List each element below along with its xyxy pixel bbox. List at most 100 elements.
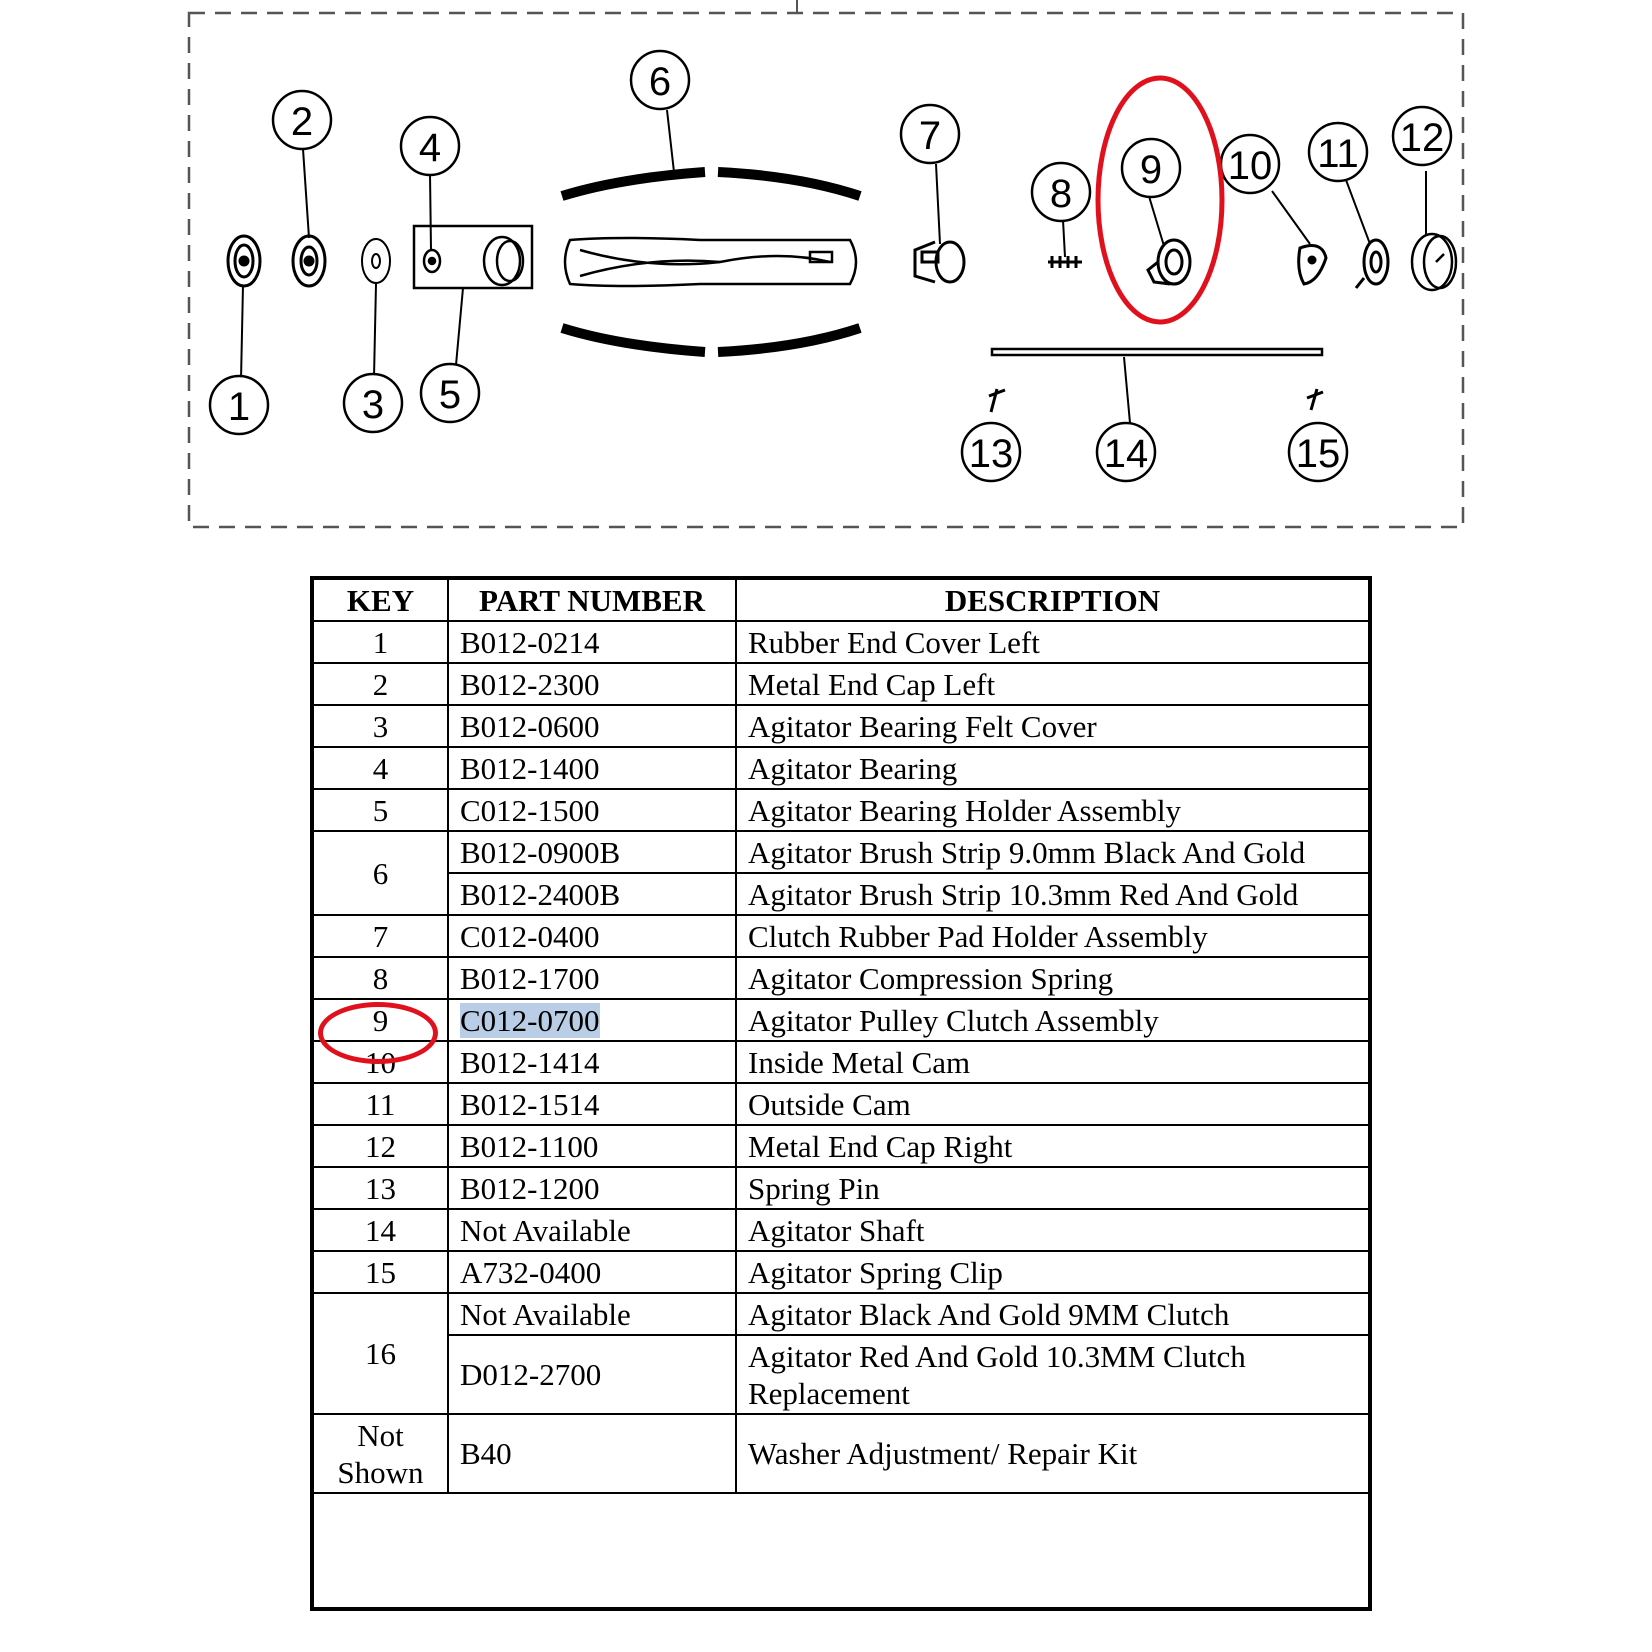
description-cell: Washer Adjustment/ Repair Kit — [735, 1413, 1371, 1494]
part-number-cell[interactable]: A732-0400 — [447, 1250, 737, 1294]
description-cell: Agitator Pulley Clutch Assembly — [735, 998, 1371, 1042]
part-number-cell[interactable]: C012-0400 — [447, 914, 737, 958]
table-row: B012-2400B Agitator Brush Strip 10.3mm R… — [312, 872, 1371, 916]
part-number-cell[interactable]: B012-2400B — [447, 872, 737, 916]
diagram-frame — [187, 11, 1465, 529]
table-row: 2 B012-2300 Metal End Cap Left — [311, 662, 1371, 706]
description-cell: Agitator Bearing Felt Cover — [735, 704, 1371, 748]
part-14-shaft — [990, 347, 1324, 357]
description-cell: Clutch Rubber Pad Holder Assembly — [735, 914, 1371, 958]
callout-label-6: 6 — [649, 60, 671, 104]
part-9-pulley-clutch — [1146, 238, 1192, 286]
key-cell: 14 — [311, 1208, 449, 1252]
description-cell: Agitator Bearing — [735, 746, 1371, 790]
part-6-brush-strips — [560, 167, 862, 357]
callout-circle-6 — [629, 49, 691, 111]
part-number-cell[interactable]: B012-1100 — [447, 1124, 737, 1168]
part-2-metal-end-cap — [291, 234, 327, 288]
exploded-parts-diagram: 1 2 3 4 5 6 7 8 9 10 11 12 13 14 15 — [187, 0, 1465, 529]
callout-label-4: 4 — [419, 126, 441, 170]
part-number-cell[interactable]: B012-0900B — [447, 830, 737, 874]
table-row: 3 B012-0600 Agitator Bearing Felt Cover — [311, 704, 1371, 748]
part-number-cell[interactable]: C012-1500 — [447, 788, 737, 832]
part-number-cell[interactable]: B012-2300 — [447, 662, 737, 706]
table-header-row: KEY PART NUMBER DESCRIPTION — [311, 577, 1371, 622]
description-cell: Metal End Cap Left — [735, 662, 1371, 706]
description-cell: Rubber End Cover Left — [735, 620, 1371, 664]
part-4-5-bearing-holder — [412, 224, 534, 290]
callout-label-2: 2 — [291, 100, 313, 144]
part-3-felt-cover — [361, 238, 391, 284]
part-number-cell[interactable]: D012-2700 — [447, 1334, 737, 1415]
key-cell: 1 — [311, 620, 449, 664]
description-cell: Agitator Spring Clip — [735, 1250, 1371, 1294]
table-row: 13 B012-1200 Spring Pin — [311, 1166, 1371, 1210]
description-cell: Inside Metal Cam — [735, 1040, 1371, 1084]
table-row-selected: 9 C012-0700 Agitator Pulley Clutch Assem… — [311, 998, 1371, 1042]
callout-circle-2 — [271, 89, 333, 151]
callout-circle-8 — [1030, 161, 1092, 223]
part-11-outside-cam — [1354, 238, 1390, 289]
description-cell: Agitator Brush Strip 10.3mm Red And Gold — [735, 872, 1371, 916]
description-cell: Agitator Red And Gold 10.3MM Clutch Repl… — [735, 1334, 1371, 1415]
table-blank-row — [312, 1492, 1370, 1610]
callout-label-3: 3 — [362, 383, 384, 427]
table-row: 16 Not Available Agitator Black And Gold… — [311, 1292, 1371, 1415]
callout-circle-1 — [208, 374, 270, 436]
callout-circle-11 — [1307, 121, 1369, 183]
key-cell: 13 — [311, 1166, 449, 1210]
header-key: KEY — [311, 577, 449, 622]
table-row: 7 C012-0400 Clutch Rubber Pad Holder Ass… — [311, 914, 1371, 958]
part-number-cell[interactable]: B012-0600 — [447, 704, 737, 748]
callout-circle-5 — [419, 362, 481, 424]
part-number-cell[interactable]: B012-1414 — [447, 1040, 737, 1084]
callout-label-13: 13 — [969, 432, 1014, 476]
callout-label-15: 15 — [1296, 432, 1341, 476]
table-row: 10 B012-1414 Inside Metal Cam — [311, 1040, 1371, 1084]
callout-label-8: 8 — [1050, 172, 1072, 216]
callout-label-7: 7 — [919, 114, 941, 158]
description-cell: Agitator Black And Gold 9MM Clutch — [735, 1292, 1371, 1336]
key-cell: 11 — [311, 1082, 449, 1126]
table-row: D012-2700 Agitator Red And Gold 10.3MM C… — [312, 1334, 1371, 1415]
callout-label-14: 14 — [1104, 432, 1149, 476]
key-cell: 6 — [311, 830, 449, 916]
callout-circle-15 — [1287, 421, 1349, 483]
callout-label-12: 12 — [1400, 116, 1445, 160]
table-row: 11 B012-1514 Outside Cam — [311, 1082, 1371, 1126]
key-cell: 3 — [311, 704, 449, 748]
part-14-agitator-body — [563, 236, 858, 288]
leader-lines — [240, 109, 1427, 424]
part-7-clutch-pad-holder — [913, 240, 966, 284]
callout-circle-4 — [399, 115, 461, 177]
callout-label-5: 5 — [439, 373, 461, 417]
part-number-cell[interactable]: C012-0700 — [447, 998, 737, 1042]
callout-circle-9 — [1120, 137, 1182, 199]
part-number-cell[interactable]: B40 — [447, 1413, 737, 1494]
part-number-cell[interactable]: B012-1200 — [447, 1166, 737, 1210]
key-cell: 5 — [311, 788, 449, 832]
key-cell: 7 — [311, 914, 449, 958]
callout-circle-7 — [899, 103, 961, 165]
part-8-compression-spring — [1048, 256, 1082, 268]
part-number-cell[interactable]: Not Available — [447, 1292, 737, 1336]
part-13-15-pins — [988, 388, 1324, 413]
callout-circle-13 — [960, 421, 1022, 483]
key-9-highlight-ellipse — [318, 1002, 438, 1064]
key-cell: Not Shown — [311, 1413, 449, 1494]
part-number-cell[interactable]: B012-1514 — [447, 1082, 737, 1126]
table-row: 12 B012-1100 Metal End Cap Right — [311, 1124, 1371, 1168]
part-number-cell[interactable]: B012-0214 — [447, 620, 737, 664]
part-number-cell[interactable]: Not Available — [447, 1208, 737, 1252]
part-1-rubber-end-cover — [226, 234, 262, 288]
part-number-cell[interactable]: B012-1400 — [447, 746, 737, 790]
description-cell: Metal End Cap Right — [735, 1124, 1371, 1168]
blank-cell — [312, 1492, 1370, 1610]
part-number-cell[interactable]: B012-1700 — [447, 956, 737, 1000]
table-row: 4 B012-1400 Agitator Bearing — [311, 746, 1371, 790]
key-cell: 12 — [311, 1124, 449, 1168]
description-cell: Outside Cam — [735, 1082, 1371, 1126]
header-description: DESCRIPTION — [735, 577, 1371, 622]
selected-part-number[interactable]: C012-0700 — [460, 1002, 600, 1038]
part-10-inside-metal-cam — [1297, 244, 1328, 286]
